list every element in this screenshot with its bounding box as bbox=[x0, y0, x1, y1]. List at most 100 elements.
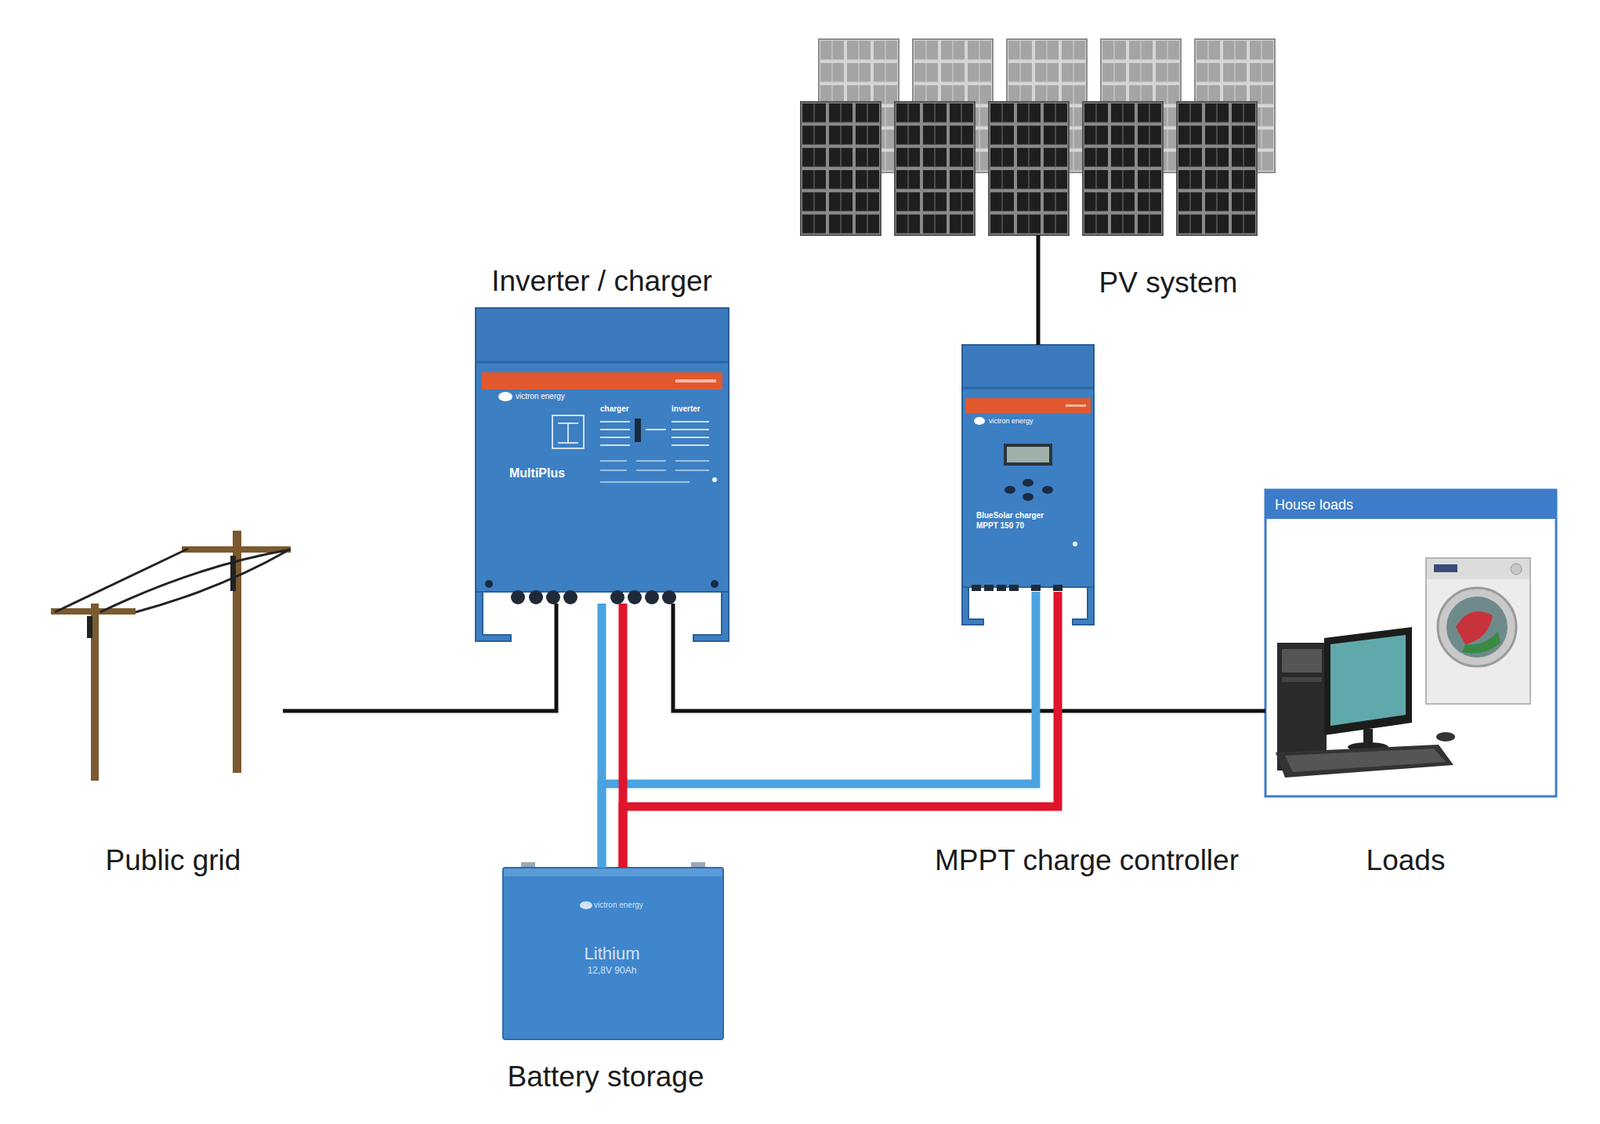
inverter-charger-unit-part bbox=[675, 459, 710, 461]
solar-panel-front-row-part bbox=[894, 101, 975, 236]
inverter-charger-unit-part bbox=[671, 428, 710, 431]
house-loads-frame bbox=[1265, 489, 1557, 797]
mppt-controller-unit-part bbox=[962, 344, 1094, 587]
component-label: Battery storage bbox=[507, 1060, 705, 1094]
house-loads-frame-part bbox=[1265, 489, 1557, 519]
inverter-charger-unit-part bbox=[510, 590, 525, 605]
desktop-computer-part bbox=[1330, 634, 1406, 726]
wire-connector bbox=[673, 603, 1266, 711]
inverter-charger-unit-part bbox=[675, 469, 710, 471]
brand-text: victron energy bbox=[593, 900, 644, 910]
inverter-charger-unit-part bbox=[600, 428, 630, 431]
model-name: BlueSolar charger MPPT 150 70 bbox=[976, 510, 1065, 531]
mppt-controller-unit-part bbox=[984, 584, 994, 591]
solar-panel-front-row-part bbox=[800, 101, 881, 236]
mppt-controller-unit-part bbox=[971, 584, 981, 591]
inverter-charger: Inverter / chargervictron energyMultiPlu… bbox=[475, 307, 729, 604]
washing-machine-part bbox=[1510, 563, 1522, 575]
desktop-computer-part bbox=[1281, 676, 1322, 682]
desktop-computer-part bbox=[1281, 648, 1322, 673]
panel-header: House loads bbox=[1274, 496, 1354, 514]
mppt-controller-unit-part bbox=[1022, 478, 1034, 487]
wire-connector bbox=[282, 603, 557, 711]
battery-unit-part bbox=[503, 868, 723, 877]
inverter-charger-unit-part bbox=[627, 590, 642, 605]
inverter-charger-unit-part bbox=[662, 590, 677, 605]
washing-machine-part bbox=[1455, 611, 1493, 645]
mppt-controller-unit bbox=[962, 344, 1094, 625]
mppt-controller-unit-part bbox=[965, 398, 1091, 413]
mppt-controller-unit-part bbox=[1022, 492, 1034, 501]
model-name: MultiPlus bbox=[509, 466, 565, 481]
battery-chemistry: Lithium bbox=[584, 943, 641, 963]
desktop-computer-part bbox=[1324, 626, 1412, 735]
panel-heading: charger bbox=[600, 404, 630, 414]
wire-connector bbox=[601, 591, 1058, 868]
inverter-charger-unit-part bbox=[693, 587, 729, 641]
component-label: PV system bbox=[1099, 266, 1239, 301]
inverter-charger-unit-part bbox=[671, 444, 710, 446]
inverter-charger-unit-part bbox=[636, 459, 667, 461]
inverter-charger-unit-part bbox=[498, 391, 513, 402]
mppt-controller-unit-part bbox=[1009, 584, 1019, 591]
inverter-charger-unit-part bbox=[675, 379, 717, 383]
mppt-controller-unit-part bbox=[1065, 404, 1086, 407]
inverter-charger-unit-part bbox=[644, 590, 659, 605]
inverter-charger-unit-part bbox=[552, 415, 584, 449]
inverter-charger-unit-part bbox=[475, 307, 729, 592]
inverter-charger-unit-part bbox=[600, 469, 627, 471]
inverter-charger-unit-part bbox=[634, 418, 641, 442]
mppt-controller-unit-part bbox=[996, 584, 1007, 591]
inverter-charger-unit-part bbox=[671, 436, 710, 439]
inverter-charger-unit-part bbox=[485, 579, 493, 588]
mppt-controller-unit-part bbox=[1031, 584, 1041, 591]
washing-machine-part bbox=[1446, 596, 1508, 658]
mppt-controller-unit-part bbox=[1006, 446, 1050, 463]
utility-pole-part bbox=[86, 615, 93, 638]
panel-heading: inverter bbox=[671, 404, 701, 414]
utility-pole-part bbox=[100, 549, 291, 612]
inverter-charger-unit-part bbox=[600, 481, 690, 482]
wire-line bbox=[619, 603, 628, 868]
mppt-controller-unit-part bbox=[1042, 485, 1054, 494]
inverter-charger-unit-part bbox=[600, 444, 630, 446]
house-loads-box: House loadsLoads bbox=[1265, 489, 1557, 797]
battery-rating: 12,8V 90Ah bbox=[587, 965, 638, 977]
inverter-charger-unit-part bbox=[567, 423, 569, 443]
inverter-charger-unit-part bbox=[481, 372, 723, 390]
inverter-charger-unit-part bbox=[600, 459, 627, 461]
mppt-controller-unit-part bbox=[1072, 583, 1094, 625]
mppt-controller-unit-part bbox=[1072, 541, 1078, 547]
inverter-charger-unit-part bbox=[476, 308, 728, 362]
inverter-charger-unit-part bbox=[671, 420, 710, 423]
pv-array: PV system bbox=[800, 39, 1276, 236]
solar-panel-front-row-part bbox=[1176, 101, 1257, 236]
component-label: MPPT charge controller bbox=[934, 843, 1239, 878]
wire-line bbox=[597, 603, 607, 868]
inverter-charger-unit-part bbox=[476, 361, 728, 364]
washing-machine-part bbox=[1433, 564, 1458, 572]
inverter-charger-unit-part bbox=[710, 579, 719, 588]
inverter-charger-unit-part bbox=[636, 469, 667, 471]
wire-line bbox=[622, 591, 1058, 868]
brand-text: victron energy bbox=[515, 391, 565, 402]
mppt-controller-unit-part bbox=[973, 416, 985, 425]
inverter-charger-unit-part bbox=[610, 590, 625, 605]
mppt-controller-unit-part bbox=[962, 583, 984, 625]
public-grid: Public grid bbox=[50, 530, 283, 781]
wire-line bbox=[601, 591, 1036, 868]
mppt-controller-unit-part bbox=[962, 345, 1094, 388]
desktop-computer-part bbox=[1436, 731, 1456, 742]
washing-machine-part bbox=[1462, 630, 1501, 654]
battery-unit-part bbox=[579, 901, 593, 909]
mppt-controller-unit-part bbox=[1053, 584, 1063, 591]
inverter-charger-unit-part bbox=[528, 590, 543, 605]
component-label: Loads bbox=[1366, 843, 1446, 878]
house-loads-frame-part bbox=[1265, 489, 1557, 797]
wire-connector bbox=[601, 603, 623, 868]
inverter-charger-unit bbox=[475, 307, 729, 641]
battery-unit bbox=[503, 861, 724, 1039]
wire-line bbox=[1036, 235, 1041, 345]
